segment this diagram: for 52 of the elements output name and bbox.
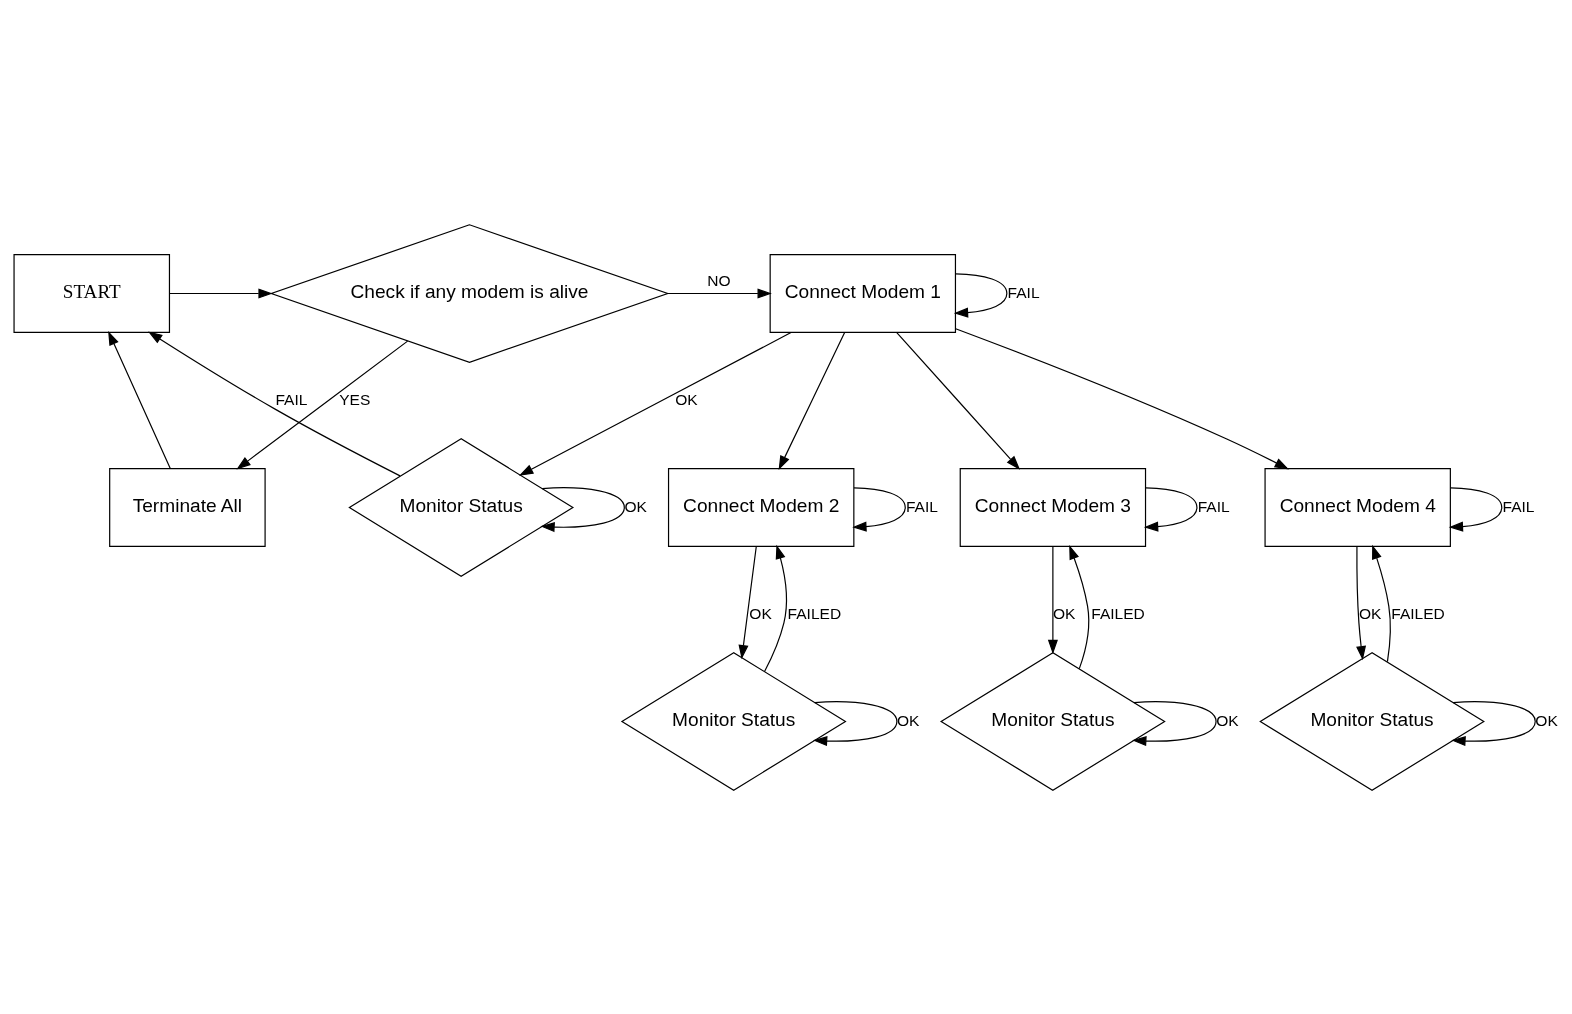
arrow [1069, 544, 1090, 669]
edge-label: FAIL [906, 497, 938, 515]
arrow [1356, 545, 1367, 660]
node-box: Terminate All [109, 467, 266, 547]
edge-label: OK [1216, 711, 1239, 729]
arrow [169, 288, 273, 299]
edge-label: OK [1359, 604, 1382, 622]
arrow [763, 544, 788, 672]
edge-label: FAILED [1091, 604, 1145, 622]
arrow [953, 272, 1008, 318]
arrow [738, 545, 757, 659]
edge-label: NO [707, 271, 731, 289]
node-box: Connect Modem 3 [959, 467, 1147, 547]
arrow [667, 288, 772, 299]
arrow [236, 340, 409, 470]
node-diamond: Monitor Status [620, 651, 847, 791]
arrow [1132, 700, 1217, 746]
edge-label: OK [1535, 711, 1558, 729]
node-box: START [13, 253, 171, 333]
node-diamond: Monitor Status [348, 437, 575, 577]
arrow [518, 331, 792, 476]
edge-label: OK [897, 711, 920, 729]
node-diamond: Check if any modem is alive [269, 223, 670, 363]
edge-label: FAIL [1197, 497, 1230, 515]
edge-label: FAIL [1007, 283, 1040, 301]
arrow [852, 486, 906, 532]
arrow [812, 700, 898, 746]
node-diamond: Monitor Status [939, 651, 1166, 791]
edge-label: FAILED [1391, 604, 1445, 622]
arrow [1451, 700, 1536, 746]
arrow [955, 327, 1289, 469]
node-box: Connect Modem 4 [1264, 467, 1451, 547]
node-box: Connect Modem 2 [667, 467, 855, 547]
arrow [1448, 486, 1503, 532]
arrow [778, 331, 846, 470]
edge-label: FAIL [275, 390, 308, 408]
edge-label: FAIL [1502, 497, 1535, 515]
edge-label: OK [624, 497, 647, 515]
edge-label: YES [339, 390, 371, 408]
edge-label: OK [749, 604, 772, 622]
arrow [540, 486, 625, 532]
arrow [1143, 486, 1198, 532]
arrow [148, 330, 401, 476]
arrow [896, 331, 1021, 470]
arrow [1372, 544, 1391, 662]
arrow [1047, 545, 1058, 654]
edge-label: OK [675, 390, 698, 408]
node-diamond: Monitor Status [1259, 651, 1485, 791]
arrow [108, 330, 171, 469]
edge-label: OK [1053, 604, 1076, 622]
node-box: Connect Modem 1 [769, 253, 957, 333]
edge-label: FAILED [787, 604, 842, 622]
